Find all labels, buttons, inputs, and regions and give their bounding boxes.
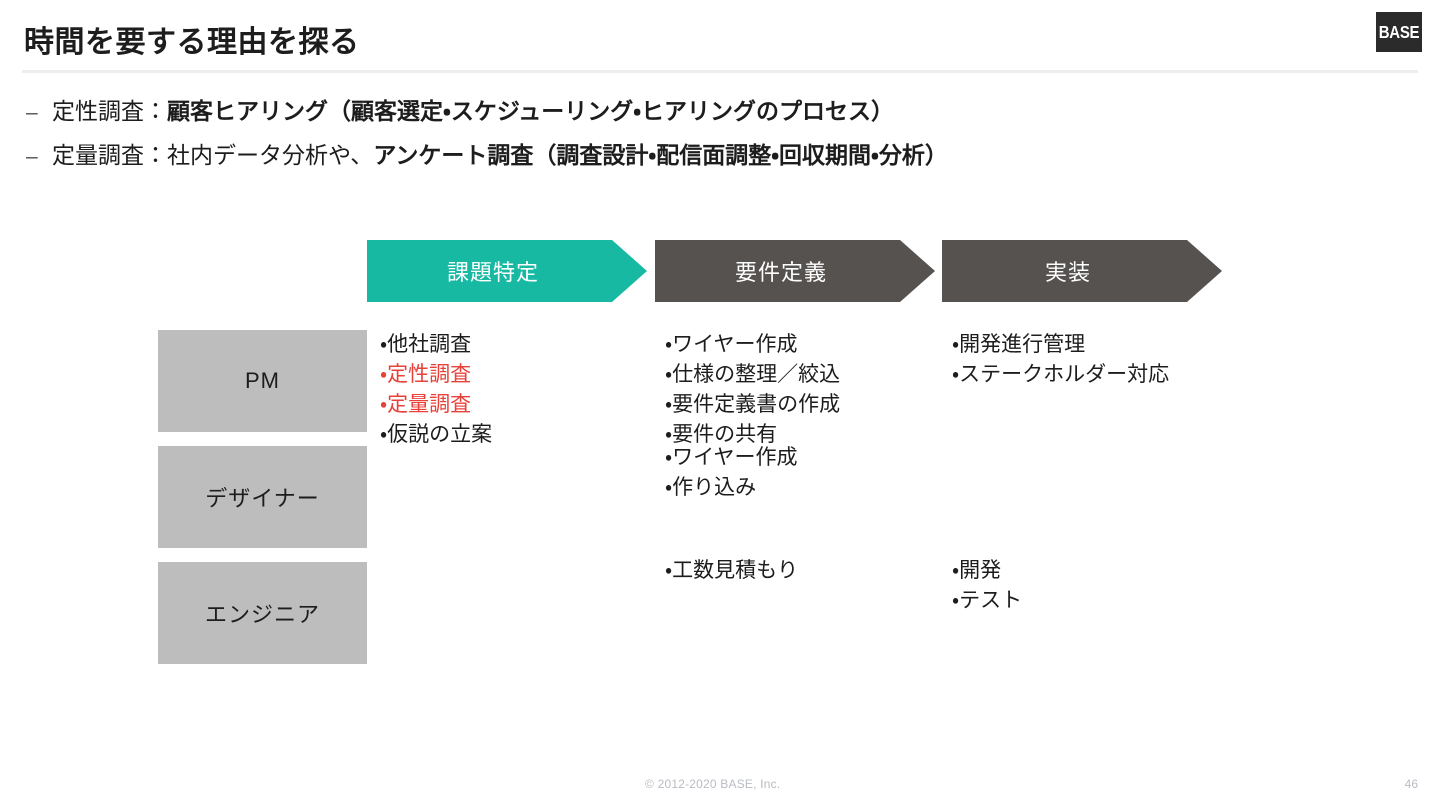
task-line: ・開発: [952, 559, 1002, 582]
task-line-highlighted: ・定性調査: [380, 363, 472, 386]
role-box-3: エンジニア: [158, 562, 367, 664]
role-box-label: エンジニア: [204, 602, 320, 627]
process-phase-label: 実装: [1044, 260, 1091, 285]
role-box-2: デザイナー: [158, 446, 367, 548]
task-line: ・ワイヤー作成: [665, 446, 798, 469]
task-line-highlighted: ・定量調査: [380, 393, 472, 416]
lead-text-strong: 顧客ヒアリング（顧客選定・スケジューリング・ヒアリングのプロセス）: [167, 98, 895, 124]
title-divider: [22, 70, 1418, 73]
dash-marker: ‒: [26, 145, 38, 168]
role-box-1: PM: [158, 330, 367, 432]
footer-page-number: 46: [1404, 777, 1418, 791]
role-box-label: デザイナー: [205, 486, 320, 511]
dash-marker: ‒: [26, 101, 38, 124]
task-line: ・仮説の立案: [380, 423, 493, 446]
task-line: ・仕様の整理／絞込: [665, 363, 841, 386]
lead-text-strong: アンケート調査（調査設計・配信面調整・回収期間・分析）: [373, 142, 948, 168]
task-line: ・テスト: [952, 589, 1023, 612]
task-line: ・工数見積もり: [665, 559, 799, 582]
lead-bullet-item: ‒ 定量調査：社内データ分析や、 アンケート調査（調査設計・配信面調整・回収期間…: [26, 142, 1416, 168]
task-group-5: ・工数見積もり: [665, 556, 798, 586]
task-line: ・要件の共有: [665, 423, 778, 446]
lead-bullet-item: ‒ 定性調査： 顧客ヒアリング（顧客選定・スケジューリング・ヒアリングのプロセス…: [26, 98, 1416, 124]
task-group-4: ・ワイヤー作成・作り込み: [665, 443, 798, 503]
task-group-1: ・他社調査・定性調査・定量調査・仮説の立案: [380, 330, 492, 450]
task-line: ・他社調査: [380, 333, 472, 356]
lead-bullet-list: ‒ 定性調査： 顧客ヒアリング（顧客選定・スケジューリング・ヒアリングのプロセス…: [26, 100, 1416, 188]
task-group-2: ・ワイヤー作成・仕様の整理／絞込・要件定義書の作成・要件の共有: [665, 330, 840, 450]
task-line: ・開発進行管理: [952, 333, 1086, 356]
role-box-label: PM: [245, 368, 280, 393]
base-logo-text: BASE: [1378, 21, 1420, 43]
task-line: ・ワイヤー作成: [665, 333, 798, 356]
task-group-6: ・開発・テスト: [952, 556, 1022, 616]
process-phase-label: 要件定義: [734, 260, 827, 285]
process-phase-3: 実装: [942, 240, 1222, 302]
lead-text-normal: 定性調査：: [52, 98, 167, 124]
task-line: ・要件定義書の作成: [665, 393, 841, 416]
base-logo: BASE: [1376, 12, 1422, 52]
process-phase-label: 課題特定: [446, 260, 539, 285]
lead-text-normal: 定量調査：社内データ分析や、: [52, 142, 374, 168]
process-phase-1: 課題特定: [367, 240, 647, 302]
footer-copyright: © 2012-2020 BASE, Inc.: [645, 777, 781, 791]
page-title: 時間を要する理由を探る: [24, 26, 360, 59]
task-group-3: ・開発進行管理・ステークホルダー対応: [952, 330, 1169, 390]
task-line: ・作り込み: [665, 476, 757, 499]
process-phase-2: 要件定義: [655, 240, 935, 302]
task-line: ・ステークホルダー対応: [952, 363, 1170, 386]
